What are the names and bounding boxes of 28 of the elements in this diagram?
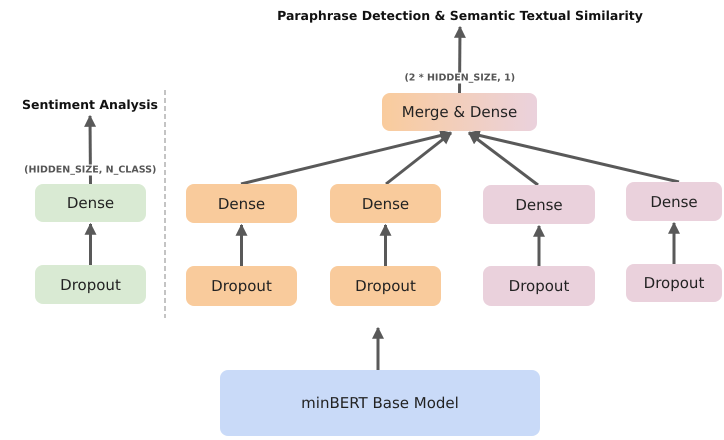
arrow xyxy=(380,224,392,266)
layer-box: Dense xyxy=(330,184,441,223)
arrow xyxy=(668,222,680,264)
layer-box: Dense xyxy=(626,182,722,221)
arrow xyxy=(84,114,96,184)
edge-label: (2 * HIDDEN_SIZE, 1) xyxy=(402,72,518,84)
arrow xyxy=(240,130,452,186)
output-heading: Sentiment Analysis xyxy=(16,94,164,114)
model-box: minBERT Base Model xyxy=(220,370,540,436)
layer-box: Merge & Dense xyxy=(382,93,537,131)
layer-box: Dropout xyxy=(35,265,146,304)
arrow xyxy=(84,222,96,265)
layer-box: Dropout xyxy=(186,266,297,306)
layer-box: Dense xyxy=(483,185,595,224)
arrow xyxy=(468,130,680,184)
arrow xyxy=(533,224,545,266)
edge-label: (HIDDEN_SIZE, N_CLASS) xyxy=(22,164,158,176)
output-heading: Paraphrase Detection & Semantic Textual Similarity xyxy=(264,5,656,25)
layer-box: Dropout xyxy=(483,266,595,306)
arrow xyxy=(385,132,452,186)
arrow xyxy=(236,224,248,266)
layer-box: Dropout xyxy=(330,266,441,306)
layer-box: Dense xyxy=(186,184,297,223)
layer-box: Dropout xyxy=(626,264,722,302)
arrow xyxy=(454,26,466,94)
arrow xyxy=(468,132,539,186)
layer-box: Dense xyxy=(35,184,146,222)
arrow xyxy=(372,326,384,370)
